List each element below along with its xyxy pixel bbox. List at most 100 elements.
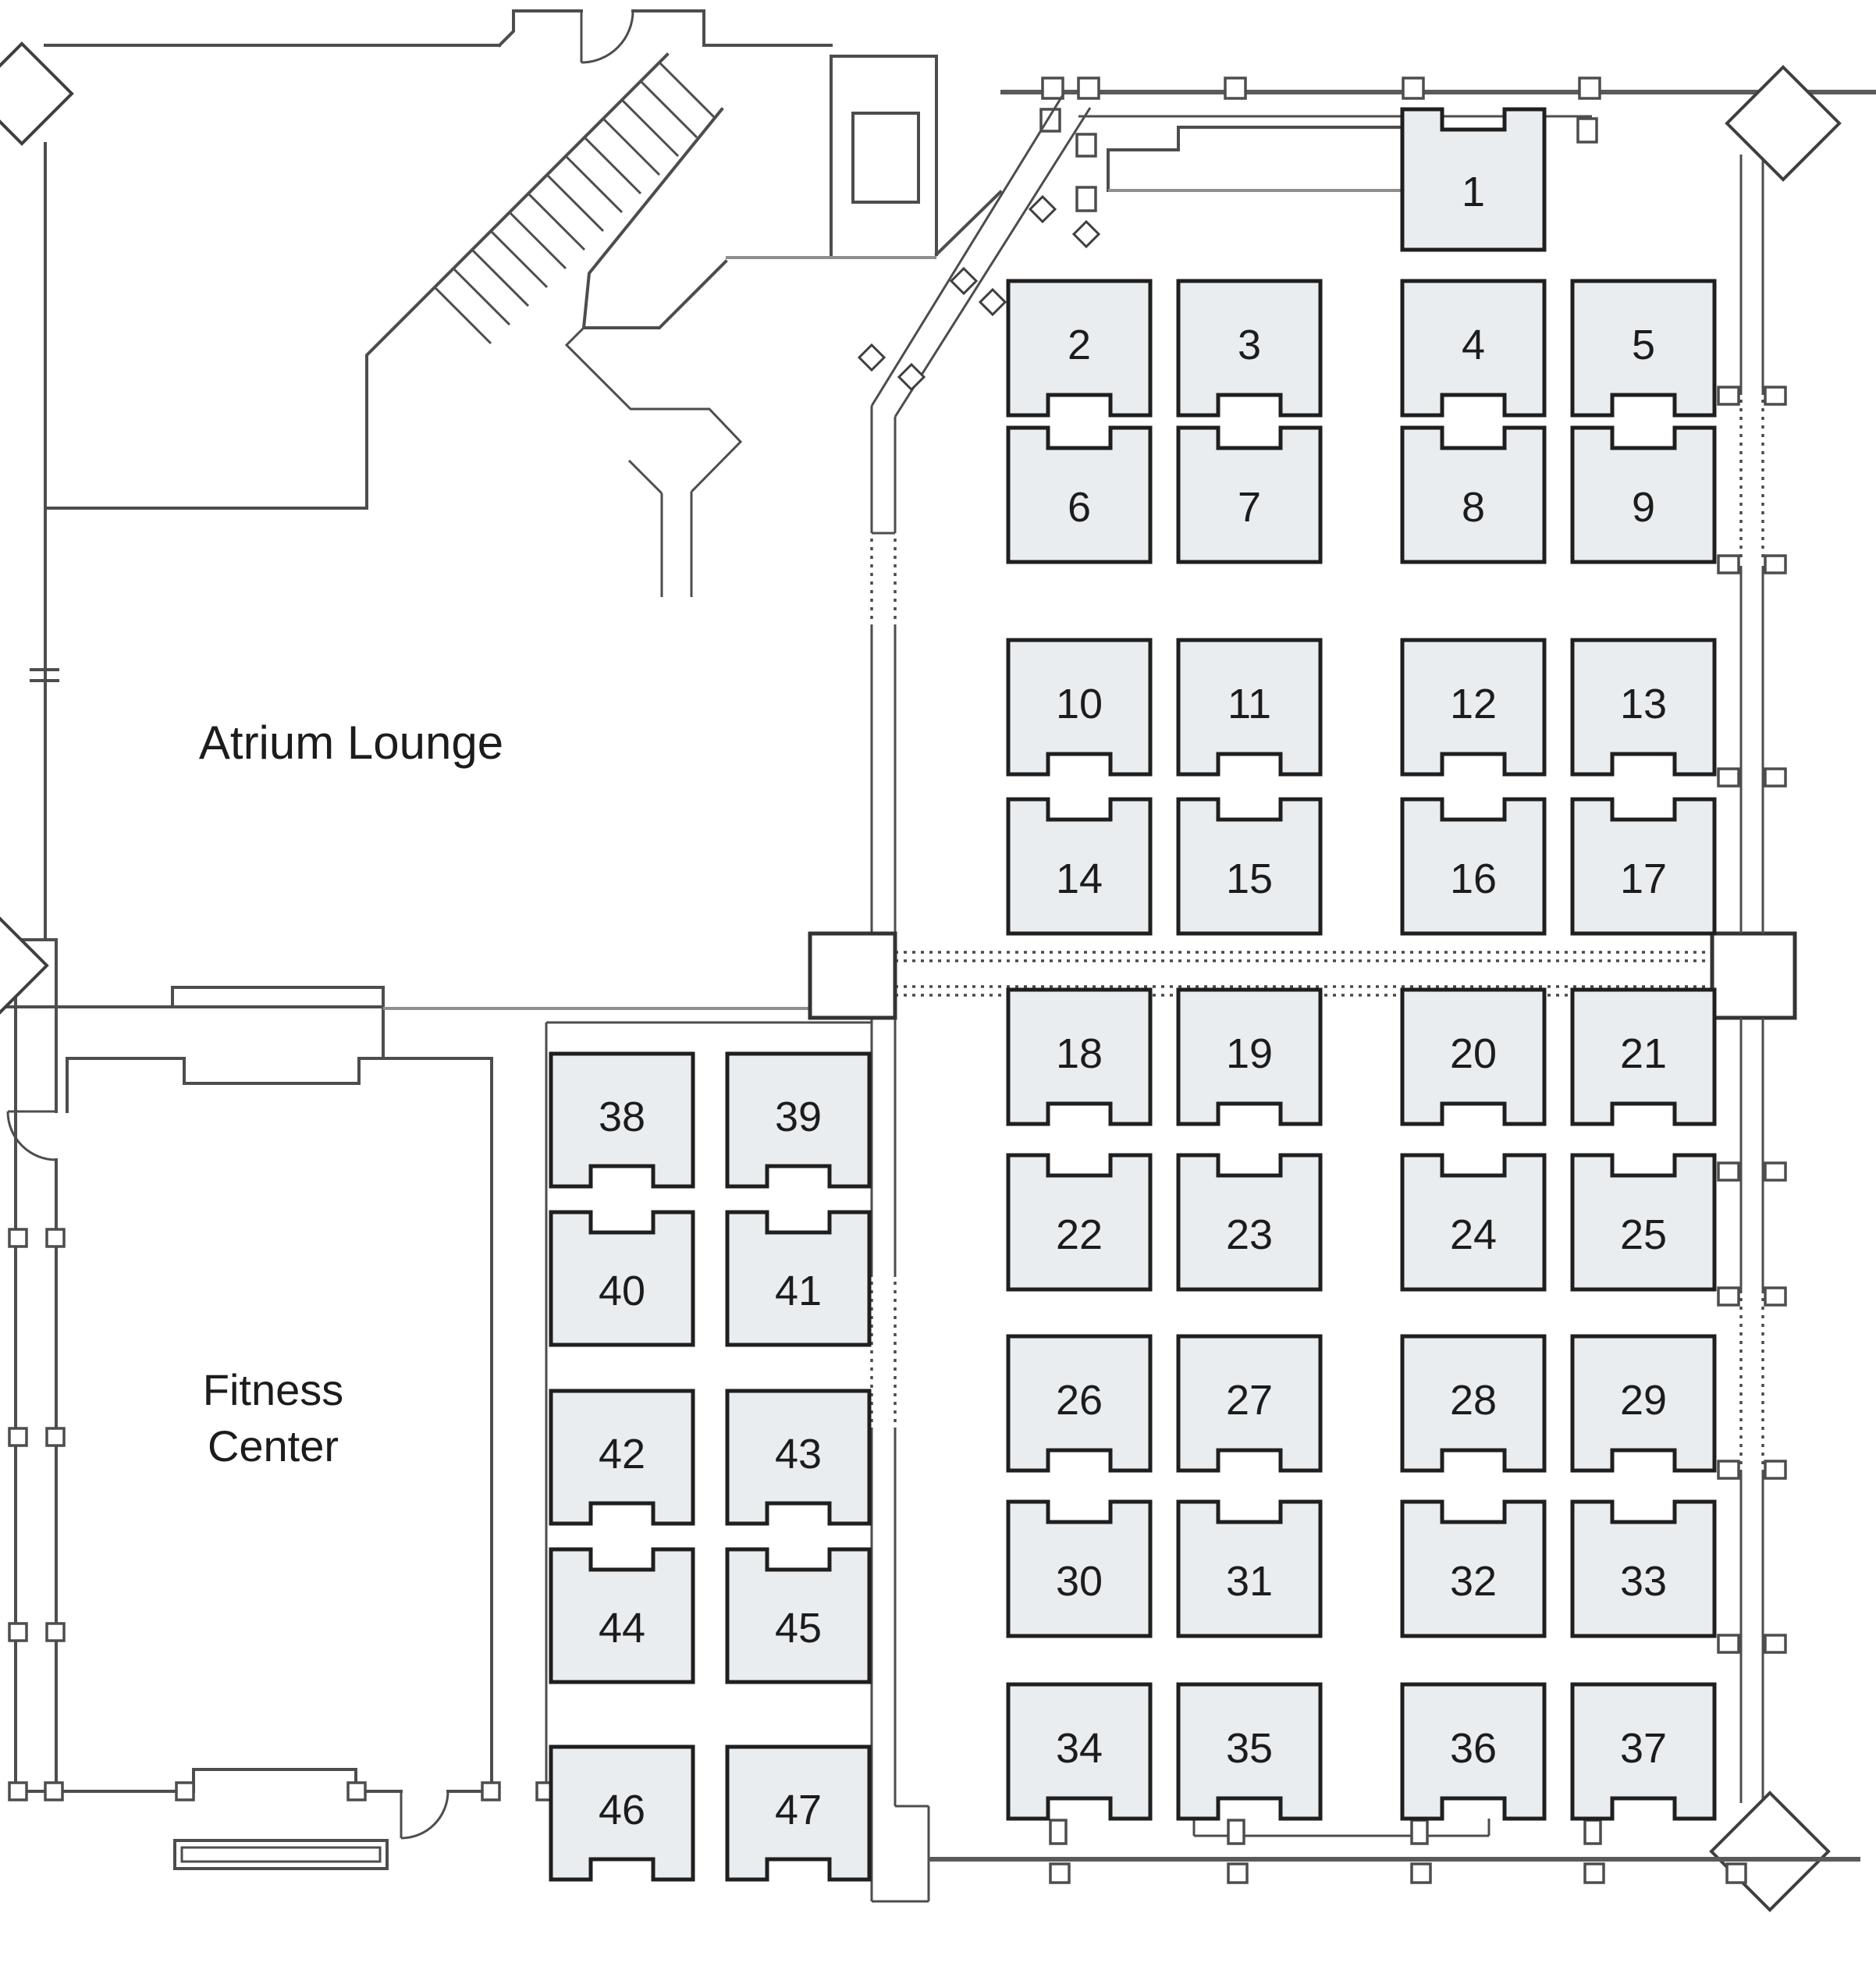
booth-23[interactable]: 23	[1176, 1153, 1323, 1292]
booth-14[interactable]: 14	[1006, 797, 1153, 936]
booth-1[interactable]: 1	[1400, 107, 1547, 252]
booth-shape[interactable]	[1006, 425, 1153, 564]
booth-10[interactable]: 10	[1006, 638, 1153, 777]
booth-30[interactable]: 30	[1006, 1499, 1153, 1638]
booth-shape[interactable]	[725, 1389, 872, 1526]
booth-7[interactable]: 7	[1176, 425, 1323, 564]
booth-18[interactable]: 18	[1006, 987, 1153, 1126]
booth-35[interactable]: 35	[1176, 1682, 1323, 1821]
booth-34[interactable]: 34	[1006, 1682, 1153, 1821]
booth-38[interactable]: 38	[549, 1051, 695, 1189]
booth-shape[interactable]	[1400, 279, 1547, 418]
booth-shape[interactable]	[549, 1547, 695, 1684]
booth-4[interactable]: 4	[1400, 279, 1547, 418]
booth-12[interactable]: 12	[1400, 638, 1547, 777]
booth-19[interactable]: 19	[1176, 987, 1323, 1126]
booth-shape[interactable]	[1400, 987, 1547, 1126]
booth-shape[interactable]	[725, 1547, 872, 1684]
booth-shape[interactable]	[1570, 987, 1717, 1126]
booth-17[interactable]: 17	[1570, 797, 1717, 936]
booth-shape[interactable]	[549, 1210, 695, 1347]
booth-shape[interactable]	[1400, 107, 1547, 252]
booth-shape[interactable]	[1006, 279, 1153, 418]
booth-shape[interactable]	[1006, 1334, 1153, 1473]
booth-shape[interactable]	[1570, 1682, 1717, 1821]
booth-shape[interactable]	[725, 1744, 872, 1882]
booth-shape[interactable]	[1570, 1153, 1717, 1292]
booth-number: 28	[1450, 1377, 1497, 1424]
elevator-chamfer	[934, 190, 1003, 257]
booth-29[interactable]: 29	[1570, 1334, 1717, 1473]
booth-33[interactable]: 33	[1570, 1499, 1717, 1638]
booth-shape[interactable]	[1006, 797, 1153, 936]
booth-6[interactable]: 6	[1006, 425, 1153, 564]
booth-42[interactable]: 42	[549, 1389, 695, 1526]
booth-shape[interactable]	[549, 1389, 695, 1526]
booth-shape[interactable]	[1176, 279, 1323, 418]
booth-39[interactable]: 39	[725, 1051, 872, 1189]
booth-20[interactable]: 20	[1400, 987, 1547, 1126]
booth-shape[interactable]	[1176, 1153, 1323, 1292]
booth-shape[interactable]	[1570, 1334, 1717, 1473]
booth-16[interactable]: 16	[1400, 797, 1547, 936]
booth-shape[interactable]	[1176, 425, 1323, 564]
fitness-bottom-door-arc	[400, 1791, 449, 1840]
booth-shape[interactable]	[1176, 987, 1323, 1126]
booth-shape[interactable]	[1570, 279, 1717, 418]
booth-13[interactable]: 13	[1570, 638, 1717, 777]
booth-shape[interactable]	[1176, 1499, 1323, 1638]
booth-shape[interactable]	[1400, 1682, 1547, 1821]
booth-shape[interactable]	[549, 1051, 695, 1189]
booth-28[interactable]: 28	[1400, 1334, 1547, 1473]
booth-45[interactable]: 45	[725, 1547, 872, 1684]
booth-36[interactable]: 36	[1400, 1682, 1547, 1821]
booth-shape[interactable]	[1006, 1153, 1153, 1292]
booth-shape[interactable]	[1570, 638, 1717, 777]
booth-shape[interactable]	[1006, 638, 1153, 777]
booth-41[interactable]: 41	[725, 1210, 872, 1347]
booth-8[interactable]: 8	[1400, 425, 1547, 564]
atrium-top-wall	[44, 9, 833, 48]
booth-shape[interactable]	[725, 1210, 872, 1347]
booth-31[interactable]: 31	[1176, 1499, 1323, 1638]
booth-5[interactable]: 5	[1570, 279, 1717, 418]
booth-15[interactable]: 15	[1176, 797, 1323, 936]
booth-shape[interactable]	[1006, 1499, 1153, 1638]
booth-shape[interactable]	[1176, 1682, 1323, 1821]
booth-shape[interactable]	[1570, 797, 1717, 936]
booth-26[interactable]: 26	[1006, 1334, 1153, 1473]
booth-shape[interactable]	[1570, 1499, 1717, 1638]
booth-shape[interactable]	[1400, 1334, 1547, 1473]
booth-shape[interactable]	[1400, 1499, 1547, 1638]
booth-shape[interactable]	[1176, 797, 1323, 936]
booth-shape[interactable]	[1400, 638, 1547, 777]
booth-shape[interactable]	[1006, 1682, 1153, 1821]
booth-47[interactable]: 47	[725, 1744, 872, 1882]
booth-number: 47	[775, 1787, 822, 1833]
booth-shape[interactable]	[1400, 797, 1547, 936]
booth-22[interactable]: 22	[1006, 1153, 1153, 1292]
booth-25[interactable]: 25	[1570, 1153, 1717, 1292]
booth-46[interactable]: 46	[549, 1744, 695, 1882]
booth-shape[interactable]	[549, 1744, 695, 1882]
booth-27[interactable]: 27	[1176, 1334, 1323, 1473]
booth-24[interactable]: 24	[1400, 1153, 1547, 1292]
booth-shape[interactable]	[1006, 987, 1153, 1126]
booth-2[interactable]: 2	[1006, 279, 1153, 418]
booth-shape[interactable]	[725, 1051, 872, 1189]
booth-32[interactable]: 32	[1400, 1499, 1547, 1638]
booth-21[interactable]: 21	[1570, 987, 1717, 1126]
booth-9[interactable]: 9	[1570, 425, 1717, 564]
booth-11[interactable]: 11	[1176, 638, 1323, 777]
booth-44[interactable]: 44	[549, 1547, 695, 1684]
booth-37[interactable]: 37	[1570, 1682, 1717, 1821]
booth-shape[interactable]	[1570, 425, 1717, 564]
booth-shape[interactable]	[1176, 1334, 1323, 1473]
booth-43[interactable]: 43	[725, 1389, 872, 1526]
booth-3[interactable]: 3	[1176, 279, 1323, 418]
booth-shape[interactable]	[1400, 1153, 1547, 1292]
booth-40[interactable]: 40	[549, 1210, 695, 1347]
booth-number: 30	[1056, 1558, 1103, 1605]
booth-shape[interactable]	[1400, 425, 1547, 564]
booth-shape[interactable]	[1176, 638, 1323, 777]
